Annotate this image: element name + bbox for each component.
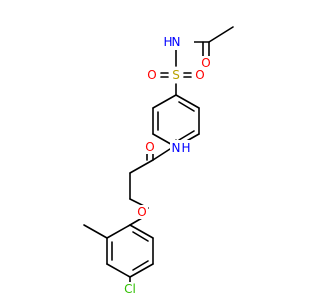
bond-nh-co <box>152 148 171 161</box>
atom-o-sulfonyl-left: O <box>147 68 156 82</box>
molecule-structure-canvas: N H O O S O N H O O Cl <box>83 26 234 296</box>
atom-labels: N H O O S O N H O O Cl <box>120 34 212 296</box>
ring1-double-1 <box>178 101 195 112</box>
atom-n-acylsulfonamide: N <box>172 35 181 49</box>
atom-o-sulfonyl-right: O <box>195 68 204 82</box>
ring1-double-2 <box>178 130 195 141</box>
bond-methyl <box>83 224 108 239</box>
acetyl-group <box>187 26 234 59</box>
atom-h-amide: H <box>181 141 190 155</box>
ring2-bond-d <box>106 263 131 278</box>
ring1-bond-a <box>175 94 200 109</box>
atom-s: S <box>172 68 180 82</box>
benzene-ring-bottom <box>83 224 154 285</box>
ring2-double-2 <box>132 260 149 271</box>
ring2-bond-a <box>129 224 154 239</box>
atom-n-amide: N <box>172 141 181 155</box>
atom-o-amide: O <box>145 140 154 154</box>
ring2-double-1 <box>132 231 149 242</box>
ring1-bond-f <box>152 94 177 109</box>
atom-h-acylsulfonamide: H <box>163 35 172 49</box>
ring2-bond-f <box>106 224 131 239</box>
ether-link <box>129 217 143 226</box>
molecule-structure: N H O O S O N H O O Cl <box>83 26 234 296</box>
atom-o-acetyl: O <box>201 56 210 70</box>
ring2-bond-c <box>129 263 154 278</box>
atom-o-ether: O <box>137 205 146 219</box>
atom-cl: Cl <box>124 282 136 296</box>
bond-chain-1 <box>129 159 154 174</box>
sulfonyl-group <box>160 47 192 96</box>
bond-methyl-carbonyl <box>208 26 234 43</box>
benzene-ring-top <box>152 94 200 148</box>
bond-o-ring2 <box>129 217 143 226</box>
